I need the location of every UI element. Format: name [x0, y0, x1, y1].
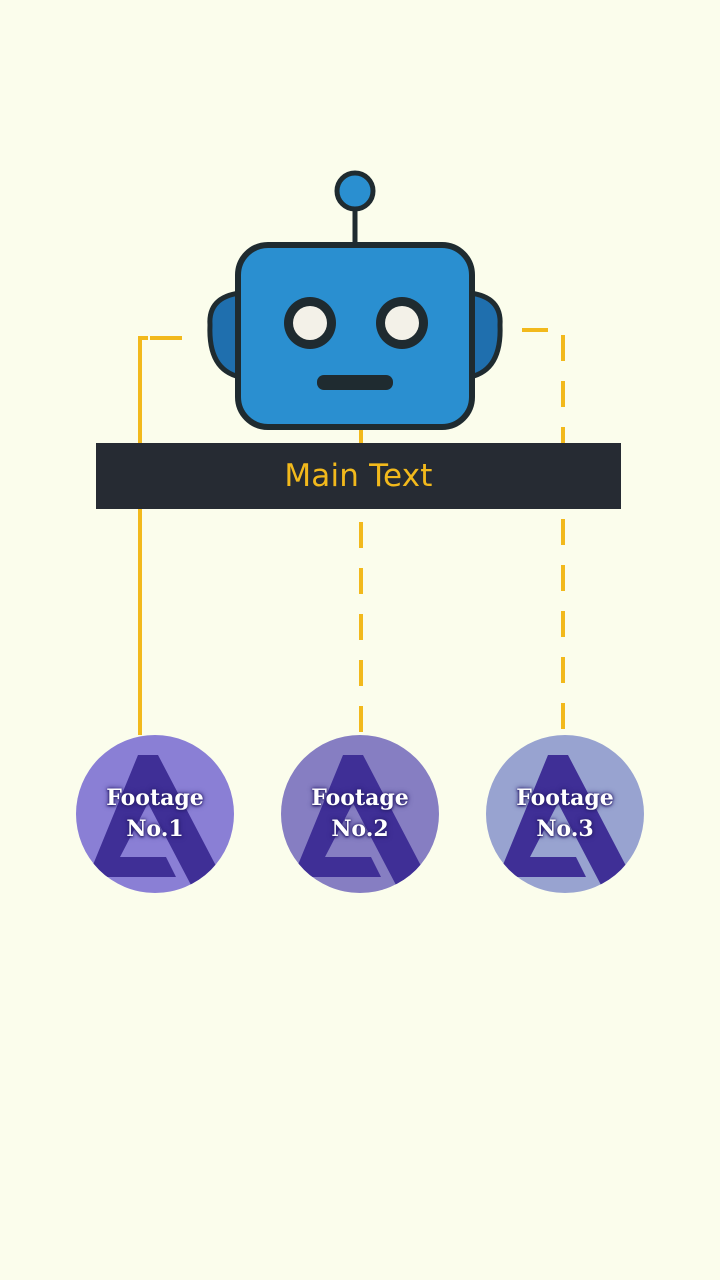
main-text: Main Text	[284, 458, 433, 494]
triangle-logo-icon	[498, 755, 636, 885]
footage-label-line2: No.1	[126, 816, 184, 842]
footage-label-line2: No.3	[536, 816, 594, 842]
triangle-logo-icon	[88, 755, 226, 885]
main-text-bar: Main Text	[96, 443, 621, 509]
triangle-logo-icon	[293, 755, 431, 885]
connector-right	[522, 328, 565, 735]
footage-label-2: Footage No.2	[281, 783, 439, 845]
footage-label-line1: Footage	[516, 785, 614, 811]
footage-node-2: Footage No.2	[281, 735, 439, 893]
connector-left	[138, 336, 148, 735]
footage-node-3: Footage No.3	[486, 735, 644, 893]
footage-label-line1: Footage	[311, 785, 409, 811]
footage-label-3: Footage No.3	[486, 783, 644, 845]
robot-icon	[207, 170, 503, 430]
footage-label-1: Footage No.1	[76, 783, 234, 845]
footage-node-1: Footage No.1	[76, 735, 234, 893]
footage-label-line2: No.2	[331, 816, 389, 842]
footage-label-line1: Footage	[106, 785, 204, 811]
